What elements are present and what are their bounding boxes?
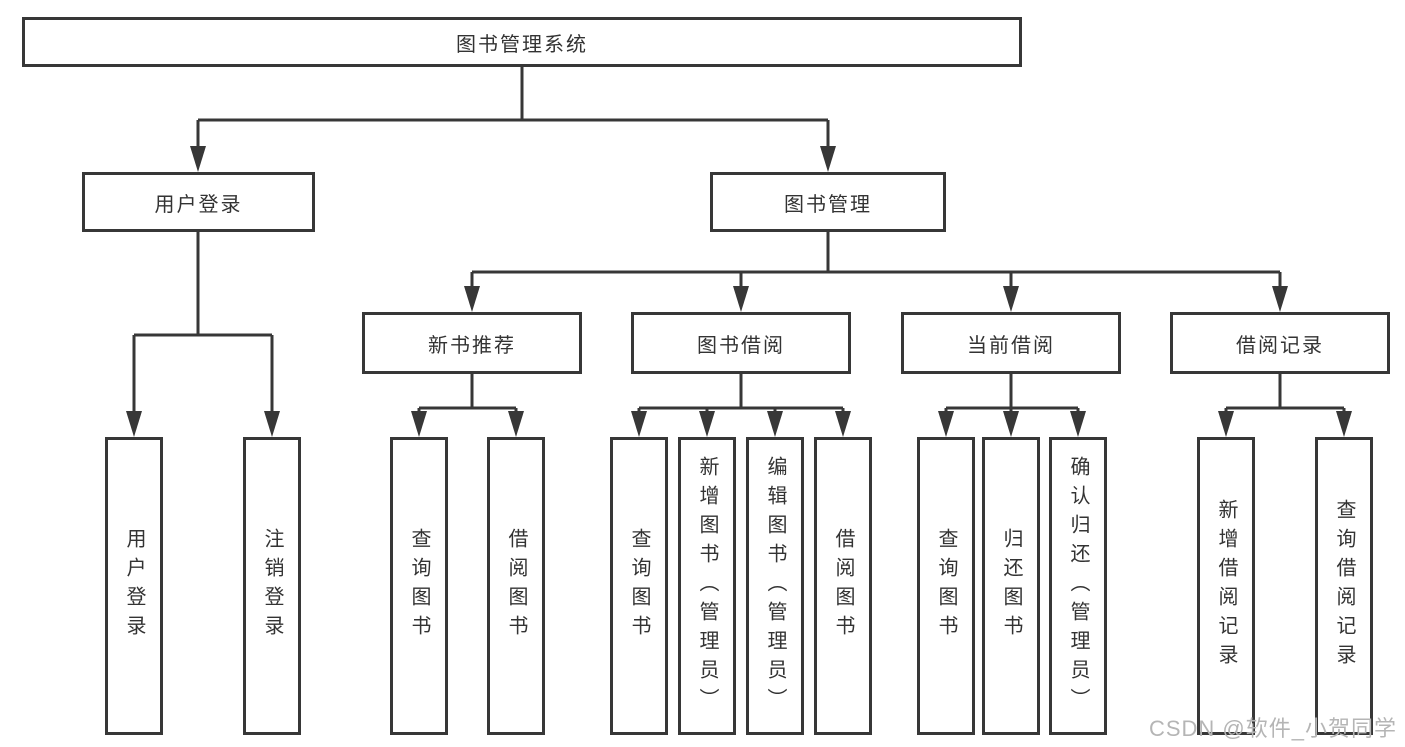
leaf-confirm-return-admin: 确认归还（管理员） xyxy=(1049,437,1107,735)
node-book-management: 图书管理 xyxy=(710,172,946,232)
leaf-query-books-recommend: 查询图书 xyxy=(390,437,448,735)
leaf-borrow-books-recommend-label: 借阅图书 xyxy=(505,528,527,644)
leaf-return-books-label: 归还图书 xyxy=(1000,528,1022,644)
leaf-edit-book-admin: 编辑图书（管理员） xyxy=(746,437,804,735)
leaf-borrow-books-label: 借阅图书 xyxy=(832,528,854,644)
node-user-login: 用户登录 xyxy=(82,172,315,232)
node-new-book-recommend: 新书推荐 xyxy=(362,312,582,374)
leaf-logout-label: 注销登录 xyxy=(261,528,283,644)
leaf-add-book-admin: 新增图书（管理员） xyxy=(678,437,736,735)
node-book-borrow-label: 图书借阅 xyxy=(697,334,785,357)
leaf-query-books-borrow-label: 查询图书 xyxy=(628,528,650,644)
leaf-user-login: 用户登录 xyxy=(105,437,163,735)
leaf-query-borrow-record: 查询借阅记录 xyxy=(1315,437,1373,735)
leaf-query-borrow-record-label: 查询借阅记录 xyxy=(1333,499,1355,673)
node-book-borrow: 图书借阅 xyxy=(631,312,851,374)
leaf-query-books-current: 查询图书 xyxy=(917,437,975,735)
leaf-confirm-return-admin-label: 确认归还（管理员） xyxy=(1067,455,1089,717)
node-borrow-records-label: 借阅记录 xyxy=(1236,334,1324,357)
leaf-add-book-admin-label: 新增图书（管理员） xyxy=(696,455,718,717)
leaf-logout: 注销登录 xyxy=(243,437,301,735)
leaf-add-borrow-record: 新增借阅记录 xyxy=(1197,437,1255,735)
node-borrow-records: 借阅记录 xyxy=(1170,312,1390,374)
leaf-query-books-current-label: 查询图书 xyxy=(935,528,957,644)
leaf-borrow-books-recommend: 借阅图书 xyxy=(487,437,545,735)
leaf-borrow-books: 借阅图书 xyxy=(814,437,872,735)
node-root: 图书管理系统 xyxy=(22,17,1022,67)
node-current-borrow: 当前借阅 xyxy=(901,312,1121,374)
node-user-login-label: 用户登录 xyxy=(154,193,243,216)
node-root-label: 图书管理系统 xyxy=(456,33,588,56)
node-book-management-label: 图书管理 xyxy=(784,193,872,216)
leaf-edit-book-admin-label: 编辑图书（管理员） xyxy=(764,455,786,717)
leaf-query-books-borrow: 查询图书 xyxy=(610,437,668,735)
node-new-book-recommend-label: 新书推荐 xyxy=(428,334,516,357)
leaf-query-books-recommend-label: 查询图书 xyxy=(408,528,430,644)
leaf-return-books: 归还图书 xyxy=(982,437,1040,735)
node-current-borrow-label: 当前借阅 xyxy=(967,334,1055,357)
leaf-user-login-label: 用户登录 xyxy=(123,528,145,644)
leaf-add-borrow-record-label: 新增借阅记录 xyxy=(1215,499,1237,673)
